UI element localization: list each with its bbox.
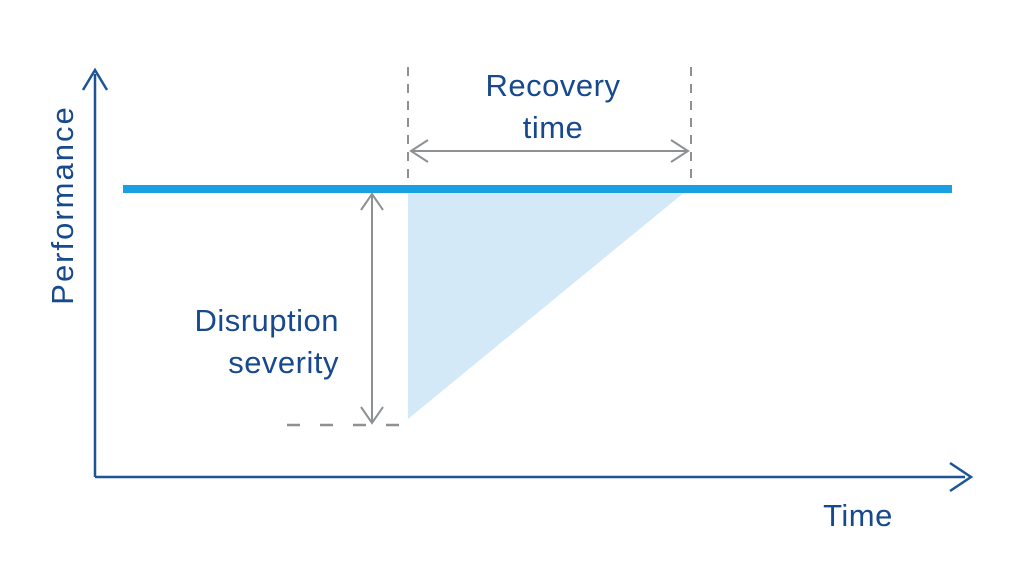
disruption-severity-label-line2: severity — [228, 345, 339, 380]
disruption-severity-arrow-top-head — [360, 192, 384, 211]
disruption-area — [408, 191, 686, 419]
recovery-time-label-line2: time — [523, 110, 584, 145]
recovery-time-label-line1: Recovery — [486, 68, 621, 103]
disruption-severity-label-line1: Disruption — [194, 303, 339, 338]
y-axis-label: Performance — [45, 105, 80, 304]
x-axis-arrow-head — [949, 461, 974, 493]
recovery-time-arrow-right-head — [670, 139, 690, 163]
x-axis-label: Time — [823, 498, 893, 533]
recovery-time-arrow-left-head — [409, 139, 429, 163]
y-axis-arrow-head — [81, 67, 109, 91]
disruption-severity-arrow-bottom-head — [360, 406, 384, 425]
